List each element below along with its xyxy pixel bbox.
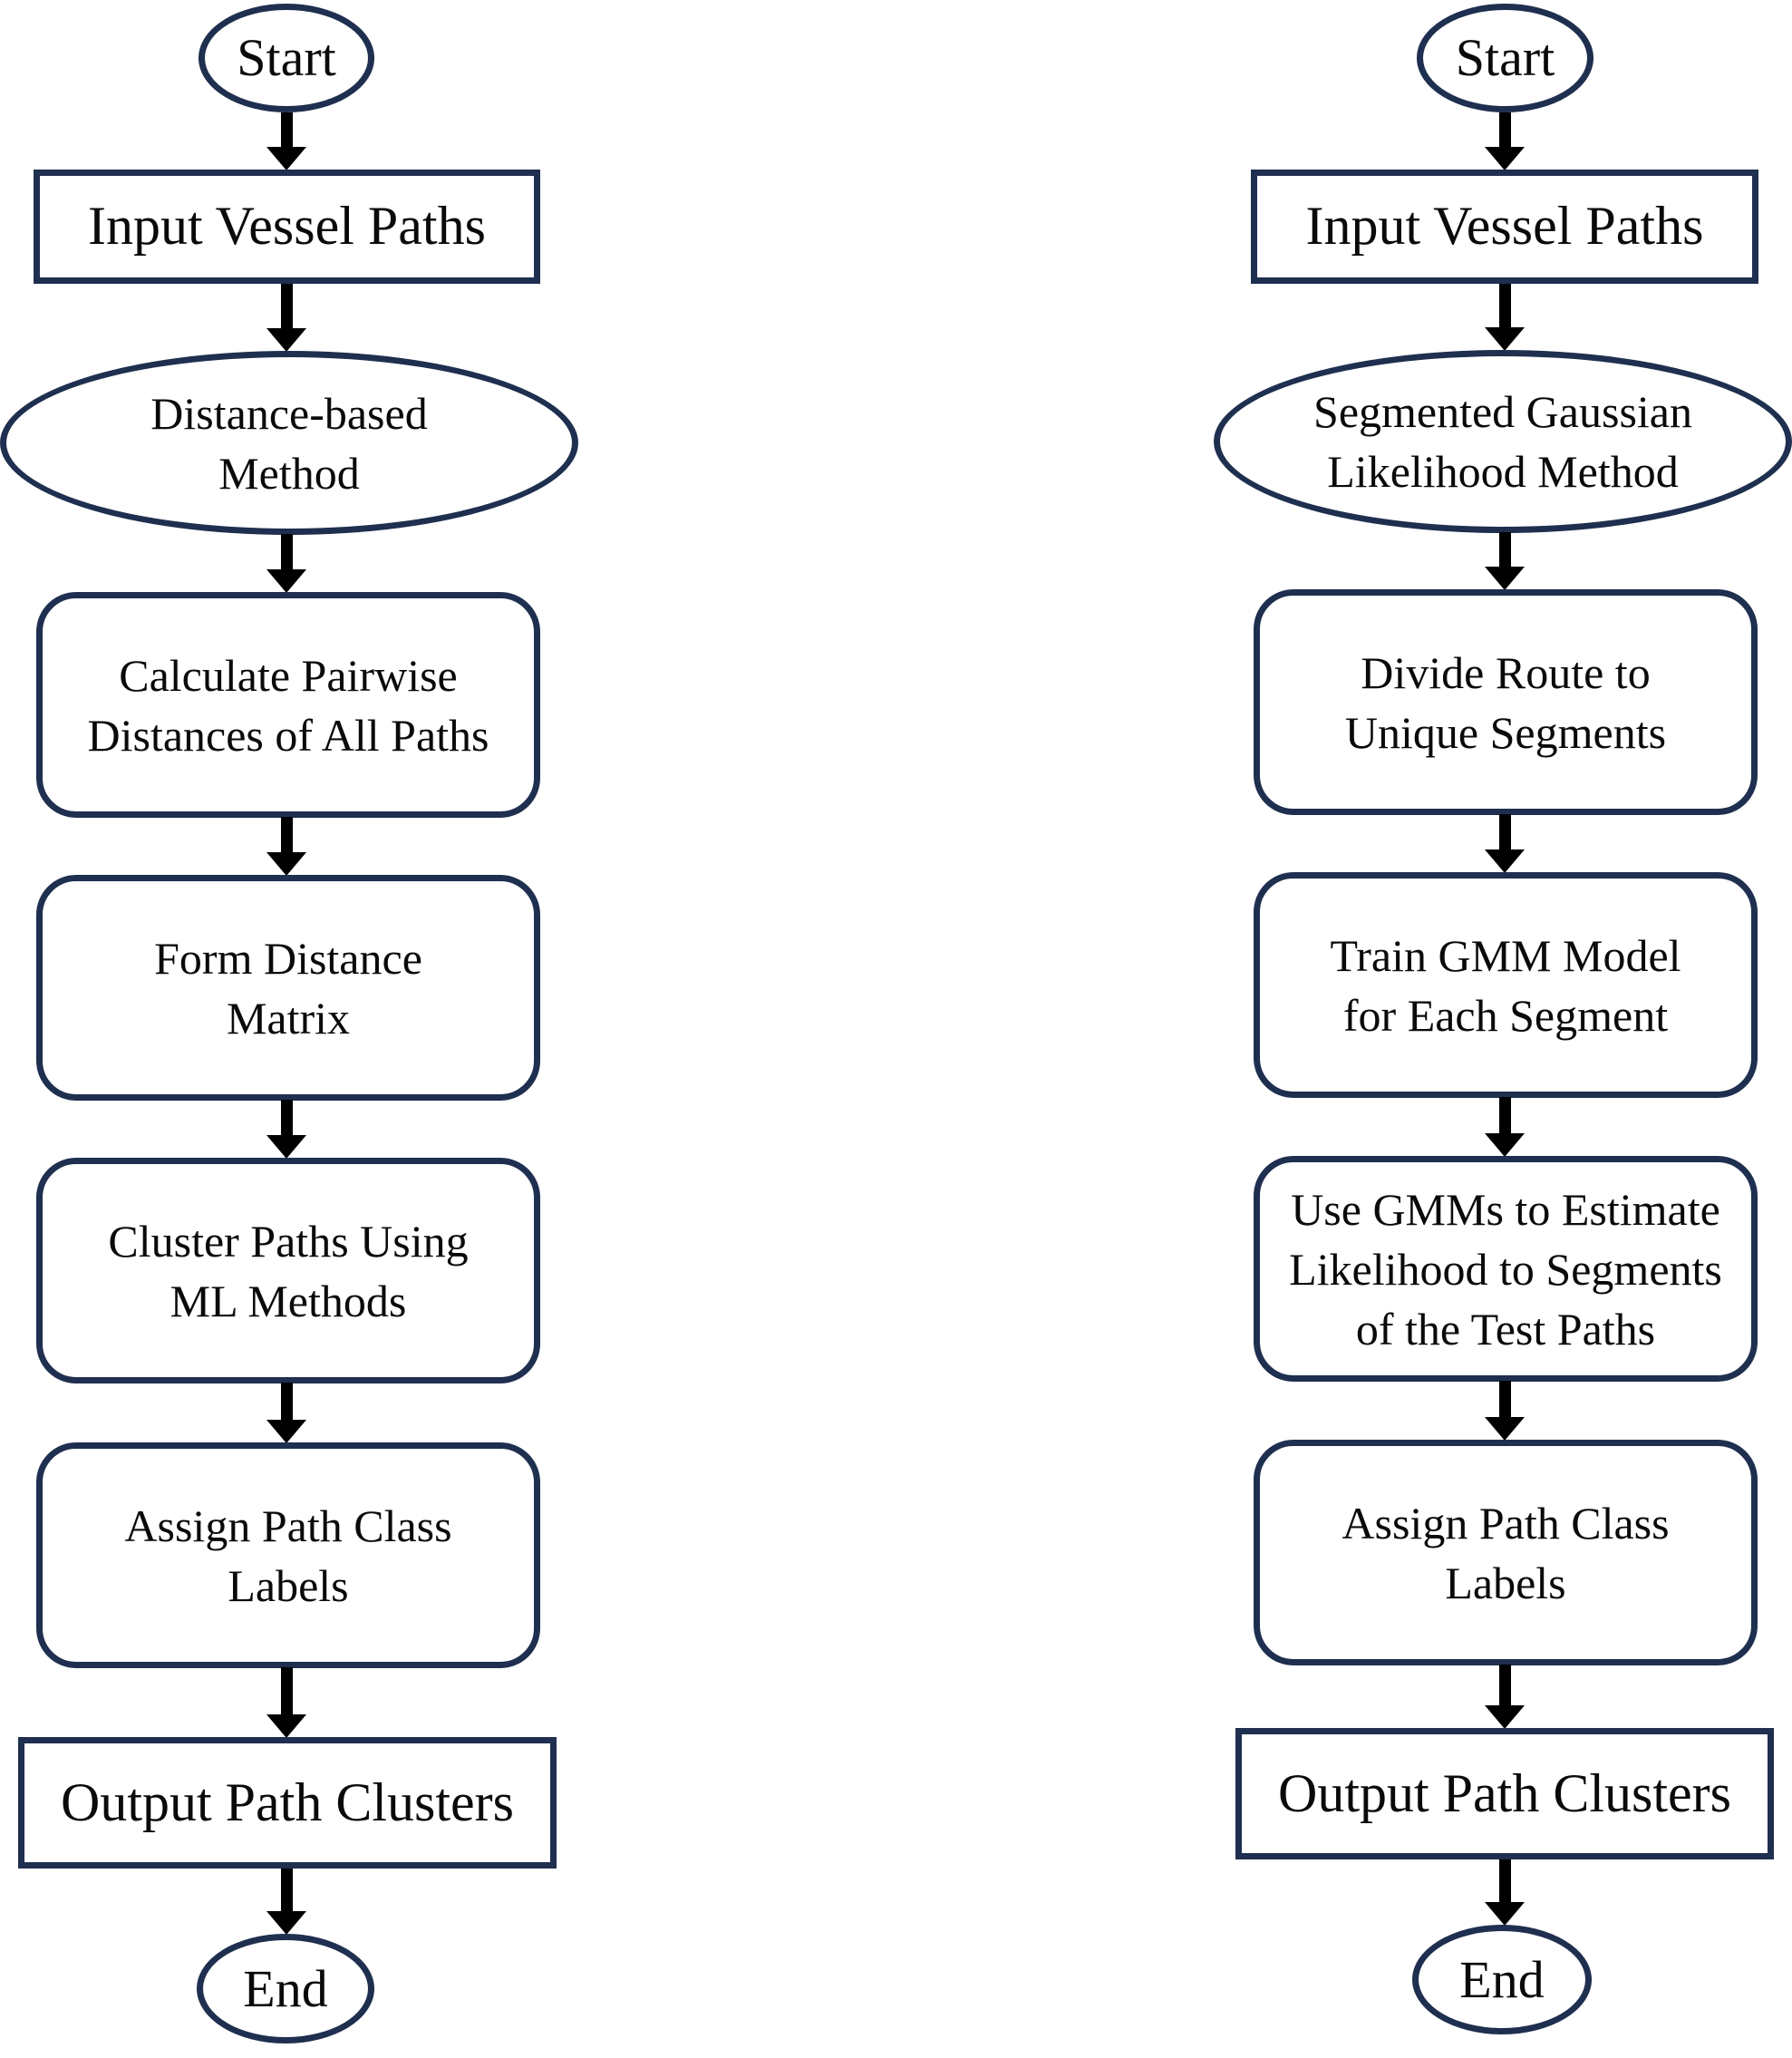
output-label: Output Path Clusters: [1277, 1762, 1731, 1823]
input-label: Input Vessel Paths: [88, 196, 486, 257]
arrow-start-to-input: [266, 112, 306, 170]
process-step-3-label: Use GMMs to Estimate Likelihood to Segme…: [1289, 1183, 1722, 1354]
arrow-output-to-end: [1485, 1859, 1525, 1926]
output-node: Output Path Clusters: [18, 1737, 557, 1869]
process-step-1: Divide Route to Unique Segments: [1254, 589, 1758, 815]
method-node: Distance-based Method: [0, 351, 578, 535]
arrow-step-3-to-step-4: [266, 1383, 306, 1443]
start-node: Start: [1417, 4, 1593, 112]
process-step-4-label: Assign Path Class Labels: [124, 1500, 452, 1611]
arrow-step-3-to-step-4: [1485, 1381, 1525, 1441]
process-step-3-label: Cluster Paths Using ML Methods: [108, 1215, 469, 1326]
arrow-step-2-to-step-3: [1485, 1097, 1525, 1157]
process-step-4: Assign Path Class Labels: [1254, 1440, 1758, 1665]
arrow-step-4-to-output: [1485, 1665, 1525, 1729]
end-node: End: [197, 1934, 374, 2043]
input-node: Input Vessel Paths: [34, 170, 540, 284]
process-step-4-label: Assign Path Class Labels: [1342, 1497, 1670, 1608]
start-node: Start: [199, 4, 374, 112]
process-step-2: Form Distance Matrix: [36, 875, 540, 1101]
arrow-step-1-to-step-2: [1485, 814, 1525, 873]
arrow-method-to-step-1: [266, 534, 306, 593]
process-step-4: Assign Path Class Labels: [36, 1442, 540, 1668]
end-node: End: [1412, 1925, 1592, 2034]
arrow-input-to-method: [1485, 284, 1525, 351]
input-label: Input Vessel Paths: [1305, 196, 1704, 257]
process-step-2: Train GMM Model for Each Segment: [1254, 872, 1758, 1098]
arrow-method-to-step-1: [1485, 532, 1525, 590]
method-label: Distance-based Method: [150, 387, 428, 499]
process-step-2-label: Train GMM Model for Each Segment: [1330, 929, 1681, 1041]
arrow-start-to-input: [1485, 112, 1525, 170]
input-node: Input Vessel Paths: [1251, 170, 1758, 284]
method-node: Segmented Gaussian Likelihood Method: [1214, 350, 1792, 533]
process-step-2-label: Form Distance Matrix: [154, 932, 422, 1044]
process-step-1-label: Divide Route to Unique Segments: [1344, 646, 1667, 758]
process-step-3: Cluster Paths Using ML Methods: [36, 1158, 540, 1383]
arrow-input-to-method: [266, 284, 306, 352]
start-label: Start: [1455, 28, 1555, 88]
process-step-1-label: Calculate Pairwise Distances of All Path…: [87, 649, 489, 761]
arrow-step-4-to-output: [266, 1667, 306, 1738]
start-label: Start: [237, 28, 336, 88]
end-label: End: [243, 1958, 328, 2018]
arrow-step-1-to-step-2: [266, 817, 306, 876]
method-label: Segmented Gaussian Likelihood Method: [1313, 386, 1692, 497]
end-label: End: [1459, 1949, 1545, 2009]
process-step-1: Calculate Pairwise Distances of All Path…: [36, 592, 540, 818]
process-step-3: Use GMMs to Estimate Likelihood to Segme…: [1254, 1156, 1758, 1382]
output-label: Output Path Clusters: [60, 1772, 514, 1832]
output-node: Output Path Clusters: [1235, 1728, 1774, 1859]
arrow-output-to-end: [266, 1869, 306, 1935]
arrow-step-2-to-step-3: [266, 1100, 306, 1159]
